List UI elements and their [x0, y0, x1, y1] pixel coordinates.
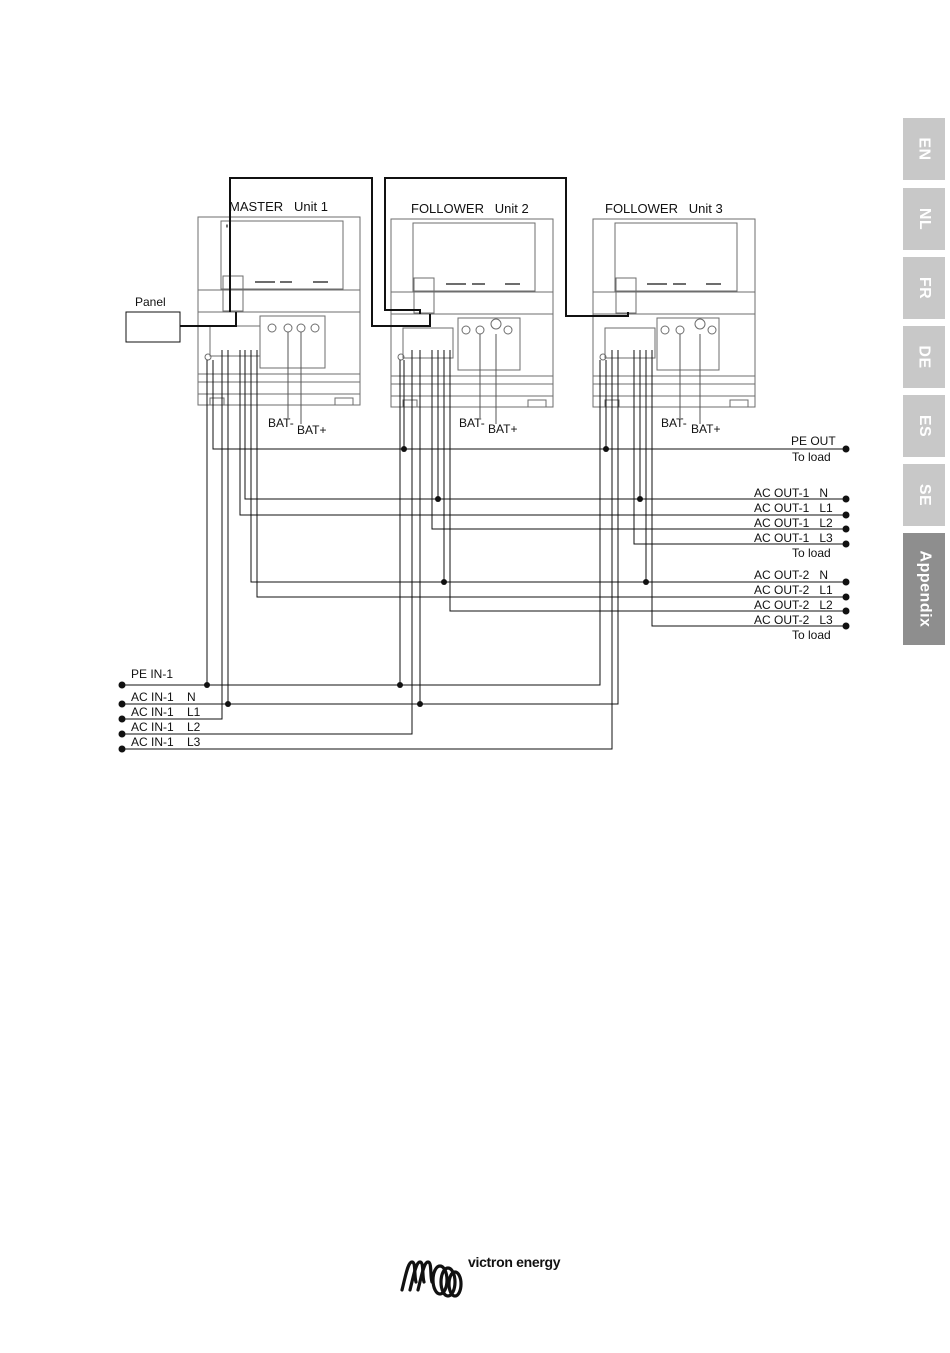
junction-dots [204, 446, 649, 707]
pe-out-label: PE OUT [791, 434, 836, 448]
ac-out-2-l3-label: AC OUT-2 L3 [754, 613, 833, 627]
unit-1-title: MASTER Unit 1 [229, 199, 328, 214]
tab-de[interactable]: DE [903, 326, 945, 388]
to-load-label-1: To load [792, 450, 831, 464]
unit-3-title: FOLLOWER Unit 3 [605, 201, 723, 216]
tab-de-label: DE [915, 345, 933, 369]
tab-se-label: SE [916, 483, 933, 507]
tab-nl[interactable]: NL [903, 188, 945, 250]
ac-out-1-l3-label: AC OUT-1 L3 [754, 531, 833, 545]
tab-se[interactable]: SE [903, 464, 945, 526]
unit-3-bat-plus: BAT+ [691, 422, 720, 436]
to-load-label-2: To load [792, 546, 831, 560]
unit-1-bat-minus: BAT- [268, 416, 294, 430]
tab-appendix[interactable]: Appendix [903, 533, 945, 645]
unit-3-follower [592, 218, 756, 408]
tab-fr[interactable]: FR [903, 257, 945, 319]
wiring-diagram: MASTER Unit 1 FOLLOWER Unit 2 [118, 177, 850, 753]
tab-es-label: ES [916, 414, 933, 438]
unit-2-bat-plus: BAT+ [488, 422, 517, 436]
ac-out-1-l1-label: AC OUT-1 L1 [754, 501, 833, 515]
unit-2-bat-minus: BAT- [459, 416, 485, 430]
output-labels: PE OUT To load AC OUT-1 N AC OUT-1 L1 AC… [754, 434, 836, 642]
panel-label: Panel [135, 295, 166, 309]
remote-panel [125, 311, 181, 343]
ac-out-2-n-label: AC OUT-2 N [754, 568, 828, 582]
pe-in-1-label: PE IN-1 [131, 667, 173, 681]
tab-en-label: EN [915, 137, 933, 161]
tab-es[interactable]: ES [903, 395, 945, 457]
ac-out-2-l2-label: AC OUT-2 L2 [754, 598, 833, 612]
unit-3-bat-minus: BAT- [661, 416, 687, 430]
communication-cables [180, 177, 629, 327]
ac-out-1-l2-label: AC OUT-1 L2 [754, 516, 833, 530]
unit-2-follower [390, 218, 554, 408]
terminal-dots [118, 445, 850, 753]
victron-logo-mark [400, 1260, 463, 1298]
ac-in-1-l1-label: AC IN-1 L1 [131, 705, 201, 719]
tab-en[interactable]: EN [903, 118, 945, 180]
ac-out-1-n-label: AC OUT-1 N [754, 486, 828, 500]
battery-leads [287, 332, 701, 424]
input-labels: PE IN-1 AC IN-1 N AC IN-1 L1 AC IN-1 L2 … [131, 667, 201, 749]
ac-in-1-l2-label: AC IN-1 L2 [131, 720, 201, 734]
tab-appendix-label: Appendix [916, 550, 934, 628]
brand-name: victron energy [468, 1254, 561, 1270]
unit-1-bat-plus: BAT+ [297, 423, 326, 437]
unit-2-title: FOLLOWER Unit 2 [411, 201, 529, 216]
to-load-label-3: To load [792, 628, 831, 642]
ac-in-1-l3-label: AC IN-1 L3 [131, 735, 201, 749]
victron-logo: victron energy [398, 1252, 578, 1302]
tab-nl-label: NL [915, 207, 933, 231]
ac-wiring [122, 350, 846, 750]
ac-out-2-l1-label: AC OUT-2 L1 [754, 583, 833, 597]
ac-in-1-n-label: AC IN-1 N [131, 690, 196, 704]
tab-fr-label: FR [915, 276, 933, 300]
